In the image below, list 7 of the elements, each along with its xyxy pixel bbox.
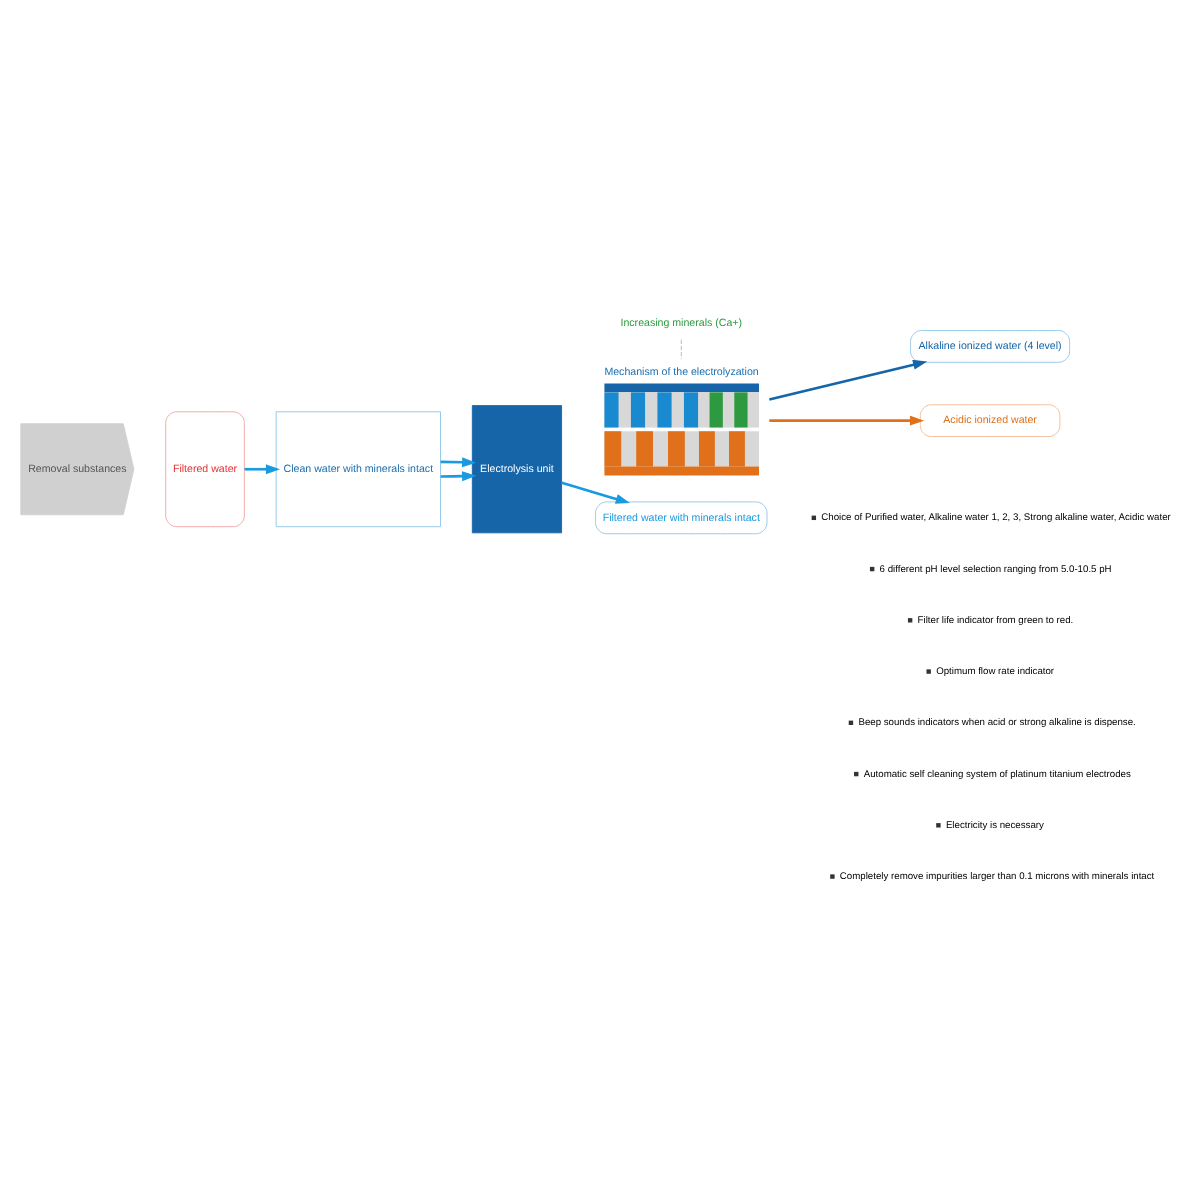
- connector: [680, 339, 682, 360]
- arrow: [561, 481, 630, 504]
- arrow: [769, 359, 928, 401]
- arrow: [440, 457, 477, 468]
- arrow: [440, 471, 477, 482]
- arrow: [244, 464, 281, 475]
- arrow: [769, 415, 925, 426]
